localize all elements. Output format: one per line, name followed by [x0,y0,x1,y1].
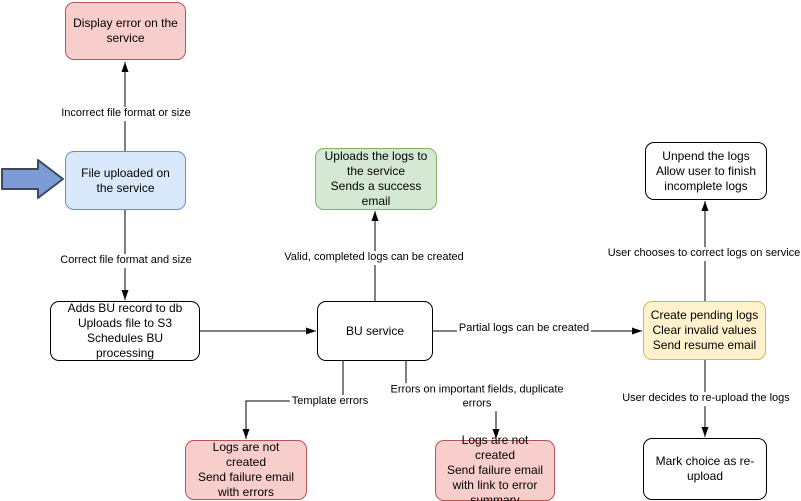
node-upload-success: Uploads the logs to the service Sends a … [315,148,437,210]
edge-label-incorrect-format: Incorrect file format or size [59,107,193,121]
node-mark-reupload: Mark choice as re-upload [643,438,767,500]
entry-arrow-icon [1,159,64,199]
edge-label-valid-logs: Valid, completed logs can be created [282,251,466,265]
edge-label-user-reuploads: User decides to re-upload the logs [620,392,792,406]
edge-label-correct-format: Correct file format and size [58,254,194,268]
node-display-error: Display error on the service [65,2,186,60]
edge-label-field-errors: Errors on important fields, duplicate er… [387,383,567,411]
node-adds-bu-record: Adds BU record to db Uploads file to S3 … [50,301,200,361]
node-file-uploaded: File uploaded on the service [65,151,186,210]
node-failure-template: Logs are not created Send failure email … [185,440,307,500]
edge-label-user-corrects: User chooses to correct logs on service [605,247,801,261]
edge-label-template-errors: Template errors [289,395,371,409]
node-unpend-logs: Unpend the logs Allow user to finish inc… [645,142,767,200]
edge-label-partial-logs: Partial logs can be created [456,322,592,336]
node-create-pending: Create pending logs Clear invalid values… [643,301,766,360]
node-failure-fields: Logs are not created Send failure email … [435,433,555,501]
node-bu-service: BU service [317,301,433,361]
